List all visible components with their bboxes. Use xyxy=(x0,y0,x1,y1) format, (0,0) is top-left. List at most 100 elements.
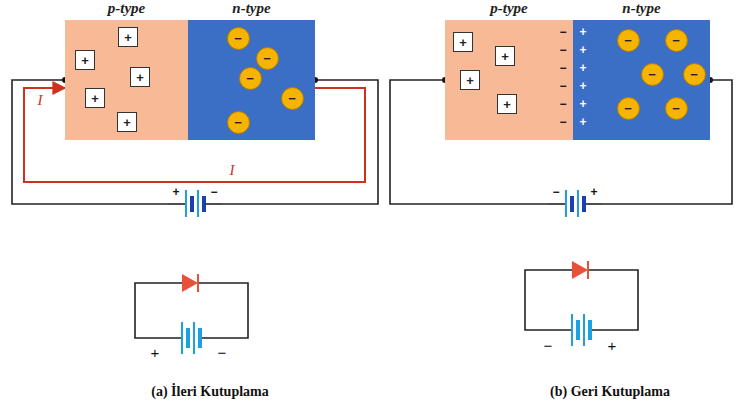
battery-plate xyxy=(577,190,579,217)
battery-terminal: − xyxy=(210,186,217,199)
battery-plate xyxy=(198,328,202,348)
region-label: p-type xyxy=(108,0,145,16)
charge-sign: + xyxy=(459,36,467,49)
diode-symbol xyxy=(572,261,588,279)
p-type-region: p-type+++++ xyxy=(65,20,188,140)
charge-sign: − xyxy=(624,102,632,115)
charge-sign: + xyxy=(501,50,509,63)
schematic-b xyxy=(525,261,638,346)
battery-plate xyxy=(181,322,183,354)
region-label: n-type xyxy=(622,0,660,16)
charge-sign: + xyxy=(466,74,474,87)
hole-charge: + xyxy=(495,46,515,66)
region-heading: p-type xyxy=(445,0,573,17)
battery-plate xyxy=(197,190,199,217)
wire xyxy=(168,203,186,205)
battery-plate xyxy=(583,314,585,346)
charge-sign: + xyxy=(123,116,131,129)
electron-charge: − xyxy=(227,27,250,50)
hole-charge: + xyxy=(453,32,473,52)
battery-plate xyxy=(190,196,194,212)
hole-charge: + xyxy=(75,50,95,70)
battery-plate xyxy=(185,190,187,217)
p-type-region: p-type++++ xyxy=(445,20,573,140)
figure-caption: (b) Geri Kutuplama xyxy=(550,384,670,399)
charge-sign: − xyxy=(234,32,242,45)
depletion-charge: + xyxy=(579,62,586,75)
depletion-charge: + xyxy=(579,98,586,111)
charge-sign: − xyxy=(672,102,680,115)
electron-charge: − xyxy=(665,29,688,52)
charge-sign: + xyxy=(81,54,89,67)
diode-bar xyxy=(587,261,589,279)
hole-charge: + xyxy=(117,112,137,132)
electron-charge: − xyxy=(641,63,664,86)
battery-plate xyxy=(186,328,190,348)
depletion-charge: − xyxy=(559,116,566,129)
region-heading: n-type xyxy=(573,0,710,17)
battery-terminal: − xyxy=(544,338,553,355)
diode-bar xyxy=(197,274,199,292)
hole-charge: + xyxy=(118,27,138,47)
charge-sign: − xyxy=(648,68,656,81)
electron-charge: − xyxy=(617,97,640,120)
region-label: p-type xyxy=(490,0,527,16)
charge-sign: − xyxy=(288,92,296,105)
charge-sign: − xyxy=(672,34,680,47)
depletion-charge: − xyxy=(559,80,566,93)
battery-plate xyxy=(588,320,592,340)
wire xyxy=(584,203,602,205)
diode-symbol xyxy=(182,274,198,292)
battery-plate xyxy=(193,322,195,354)
electron-charge: − xyxy=(617,29,640,52)
wire xyxy=(204,203,222,205)
depletion-charge: + xyxy=(579,116,586,129)
depletion-charge: + xyxy=(579,26,586,39)
electron-charge: − xyxy=(665,97,688,120)
battery-terminal: − xyxy=(552,186,559,199)
battery-symbol xyxy=(572,314,590,346)
hole-charge: + xyxy=(130,67,150,87)
electron-charge: − xyxy=(227,111,250,134)
charge-sign: + xyxy=(503,98,511,111)
wire xyxy=(525,270,638,330)
battery-terminal: + xyxy=(590,186,597,199)
n-type-region: n-type−−−−− xyxy=(188,20,315,140)
charge-sign: − xyxy=(246,72,254,85)
battery-symbol xyxy=(182,322,200,354)
electron-charge: − xyxy=(256,47,279,70)
battery-plate xyxy=(202,196,206,212)
charge-sign: + xyxy=(136,71,144,84)
depletion-charge: − xyxy=(559,26,566,39)
depletion-charge: + xyxy=(579,44,586,57)
battery-plate xyxy=(582,196,586,212)
wire xyxy=(135,283,248,338)
battery-plate xyxy=(565,190,567,217)
wire xyxy=(548,203,566,205)
battery-plate xyxy=(576,320,580,340)
charge-sign: + xyxy=(91,92,99,105)
battery-plate xyxy=(570,196,574,212)
depletion-charge: − xyxy=(559,62,566,75)
electron-charge: − xyxy=(239,67,262,90)
region-heading: p-type xyxy=(65,0,188,17)
depletion-charge: − xyxy=(559,98,566,111)
charge-sign: − xyxy=(263,52,271,65)
hole-charge: + xyxy=(460,70,480,90)
battery-plate xyxy=(571,314,573,346)
electron-charge: − xyxy=(281,87,304,110)
charge-sign: − xyxy=(234,116,242,129)
electron-charge: − xyxy=(683,63,706,86)
depletion-charge: + xyxy=(579,80,586,93)
battery-terminal: + xyxy=(172,186,179,199)
battery-terminal: + xyxy=(151,345,160,362)
current-label: I xyxy=(38,92,43,109)
wire xyxy=(390,80,732,204)
depletion-charge: − xyxy=(559,44,566,57)
charge-sign: + xyxy=(124,31,132,44)
figure-caption: (a) İleri Kutuplama xyxy=(151,384,268,399)
schematic-a xyxy=(135,274,248,354)
hole-charge: + xyxy=(497,94,517,114)
charge-sign: − xyxy=(624,34,632,47)
